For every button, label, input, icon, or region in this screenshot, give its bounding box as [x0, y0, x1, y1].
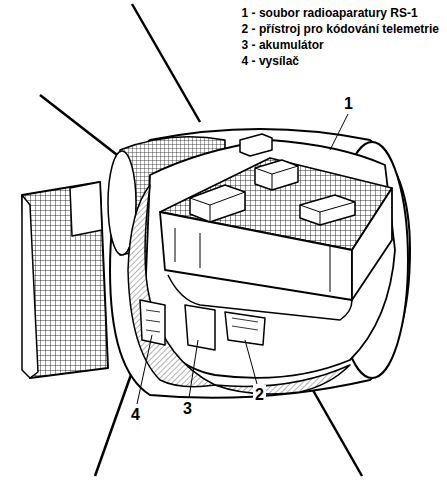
shell-section — [215, 365, 350, 394]
side-panel — [22, 182, 108, 378]
callout-number: 2 — [253, 385, 266, 404]
transmitter-detail — [146, 310, 160, 332]
key-entry: 2 - přístroj pro kódování telemetrie — [242, 21, 439, 37]
unit-box — [255, 160, 298, 190]
key-entry: 3 - akumulátor — [242, 37, 439, 53]
leader-line — [245, 340, 257, 384]
instrument-edge — [175, 228, 330, 292]
panel-frame — [22, 195, 38, 378]
unit-box-edge — [255, 166, 298, 190]
unit-box-edge — [190, 192, 245, 222]
unit-box-edge — [300, 202, 355, 225]
instrument-side — [352, 188, 392, 300]
key-entry: 4 - vysílač — [242, 53, 439, 69]
callout-number: 3 — [181, 399, 194, 418]
satellite-body — [110, 129, 410, 398]
panel-block — [70, 182, 102, 236]
instrument-front — [160, 212, 352, 300]
antenna — [132, 4, 200, 122]
leader-line — [189, 340, 198, 398]
coder-detail — [232, 318, 258, 330]
leader-line — [330, 114, 348, 150]
key-list: 1 - soubor radioaparatury RS-12 - přístr… — [240, 4, 441, 70]
battery — [185, 305, 215, 350]
unit-box — [300, 195, 355, 225]
callout-number: 4 — [129, 405, 142, 424]
key-entry: 1 - soubor radioaparatury RS-1 — [242, 5, 439, 21]
unit-box — [190, 185, 245, 222]
cutaway-edge — [145, 140, 395, 378]
unit-box — [240, 134, 272, 156]
callout-number: 1 — [342, 94, 355, 113]
leader-line — [137, 335, 152, 404]
transmitter — [140, 300, 165, 345]
